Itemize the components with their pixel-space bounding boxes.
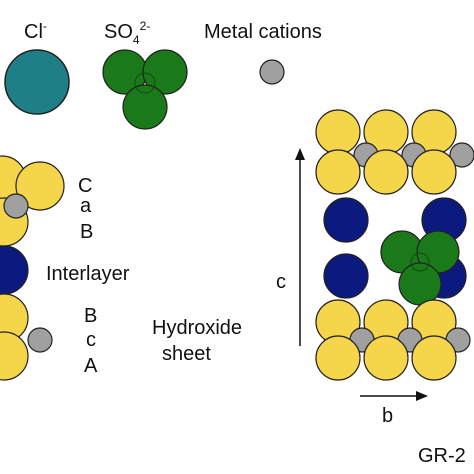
left-interlayer-anion (0, 245, 29, 295)
hydroxide-label-line1: Hydroxide (152, 317, 242, 339)
legend-metal-label: Metal cations (204, 21, 322, 43)
sulfate-ion-icon (102, 49, 188, 130)
stack-letter-B-lower: B (84, 305, 97, 327)
b-axis: b (360, 391, 428, 427)
structure-title: GR-2 (418, 445, 466, 467)
stack-letter-A: A (84, 355, 98, 377)
legend-sulfate-label: SO42- (104, 19, 150, 47)
right-interlayer (323, 197, 467, 306)
legend: Cl- SO42- Metal cations (4, 19, 322, 130)
legend-chloride-label: Cl- (24, 19, 47, 43)
stack-letter-c: c (86, 329, 96, 351)
interlayer-sulfate (380, 230, 460, 306)
stack-letter-C: C (78, 175, 92, 197)
c-axis: c (276, 148, 305, 346)
chloride-ion-icon (4, 49, 70, 115)
c-axis-label: c (276, 271, 286, 293)
metal-cation-icon (259, 59, 285, 85)
left-stack-bottom (0, 293, 53, 381)
stack-letter-B: B (80, 221, 93, 243)
stack-letter-a: a (80, 195, 92, 217)
interlayer-label: Interlayer (46, 263, 130, 285)
b-axis-label: b (382, 405, 393, 427)
left-stack-top (0, 155, 65, 247)
left-labels: C a B Interlayer B c A Hydroxide sheet (46, 175, 242, 377)
hydroxide-label-line2: sheet (162, 343, 211, 365)
bottom-hydroxide-sheet (315, 299, 471, 381)
top-hydroxide-sheet (315, 109, 474, 195)
